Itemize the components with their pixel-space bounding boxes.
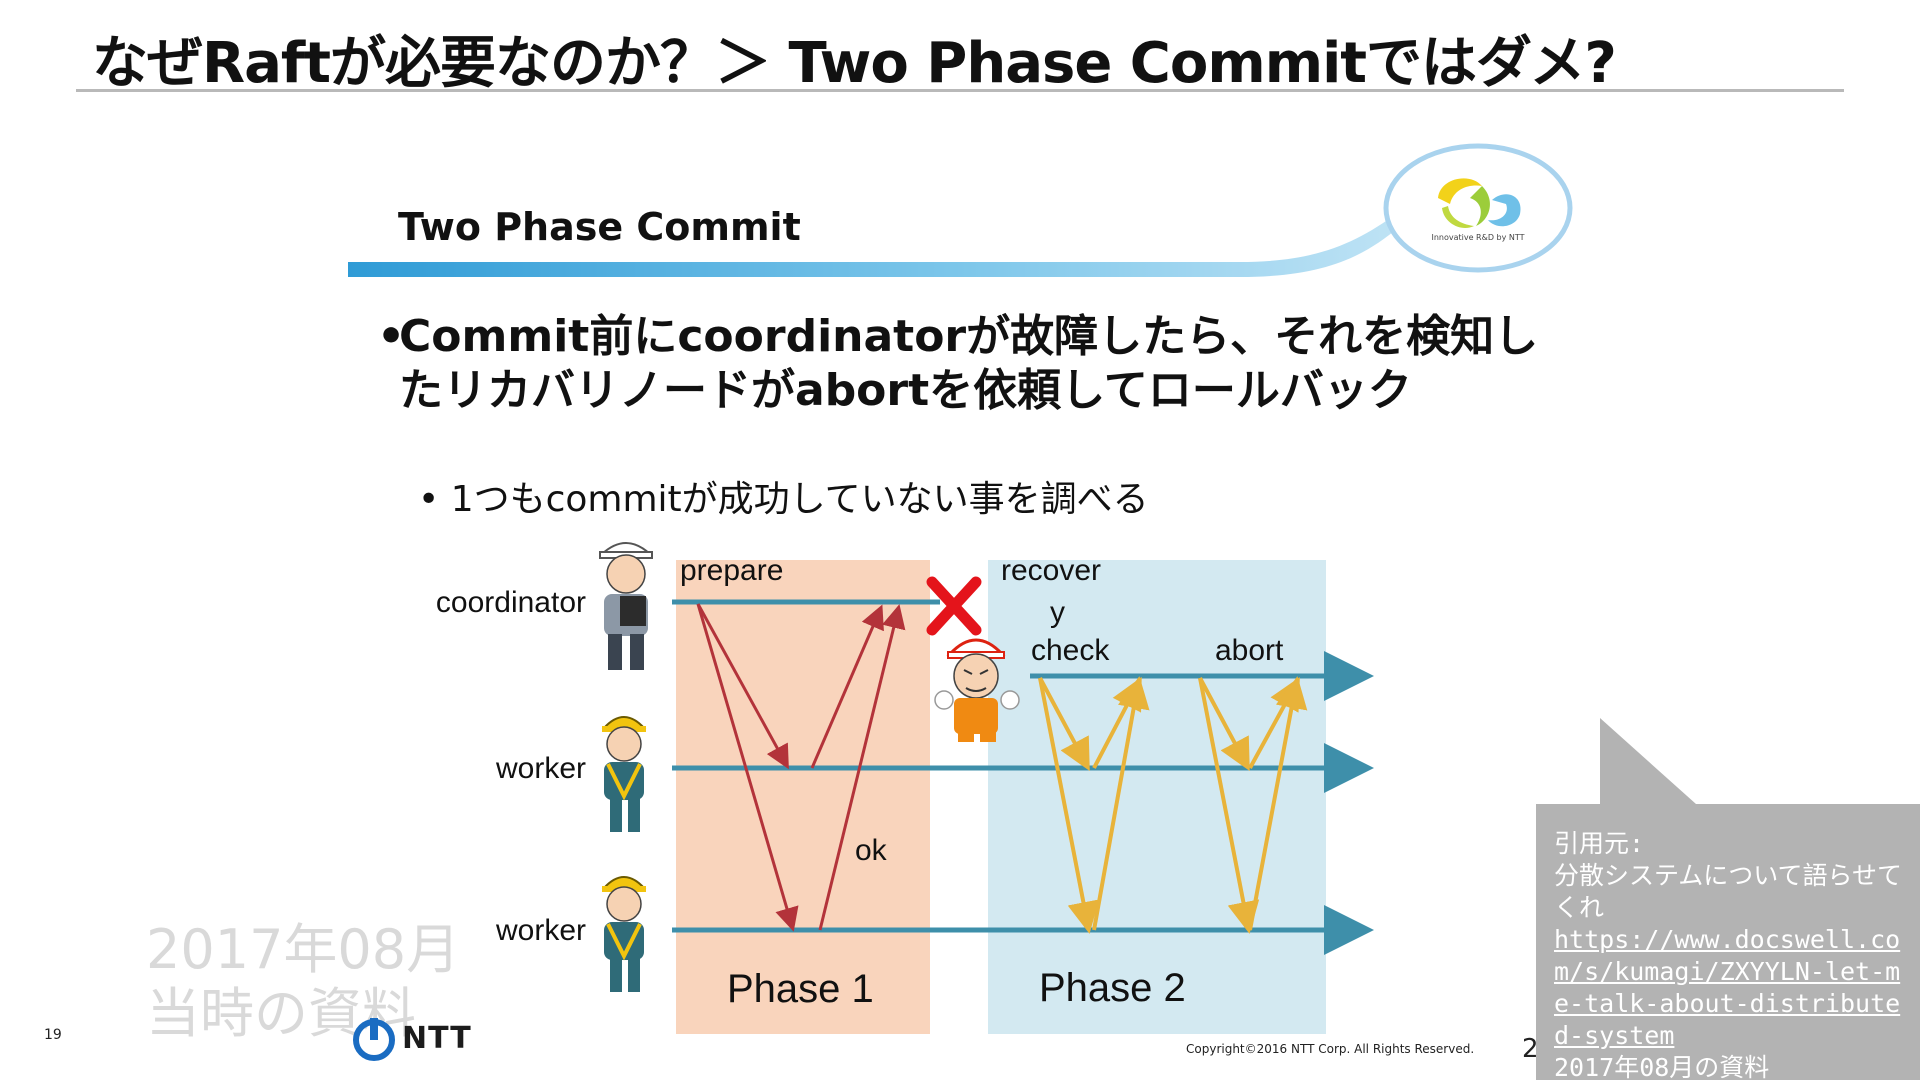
inner-slide-page-number: 2 xyxy=(1522,1034,1539,1064)
citation-date: 2017年08月の資料 xyxy=(1554,1053,1770,1082)
ok-label: ok xyxy=(855,834,887,867)
citation-label: 引用元: xyxy=(1554,829,1645,858)
citation-url-link[interactable]: https://www.docswell.com/s/kumagi/ZXYYLN… xyxy=(1554,925,1901,1050)
recovery-node-icon xyxy=(934,638,1020,742)
phase2-label: Phase 2 xyxy=(1039,966,1186,1010)
phase1-label: Phase 1 xyxy=(727,967,874,1011)
phase2-region xyxy=(988,560,1326,1034)
bullet-sub-marker: • xyxy=(418,479,440,520)
slide-title: Two Phase Commit xyxy=(398,205,801,249)
phase1-arrows xyxy=(696,603,906,932)
abort-label: abort xyxy=(1215,634,1284,667)
citation-title: 分散システムについて語らせてくれ xyxy=(1554,861,1903,922)
citation-text: 引用元: 分散システムについて語らせてくれ https://www.docswe… xyxy=(1554,828,1914,1084)
recovery-label-line2: y xyxy=(1050,596,1065,629)
slide-header-banner: Innovative R&D by NTT xyxy=(348,143,1573,277)
page-title: なぜRaftが必要なのか？＞ Two Phase Commitではダメ? xyxy=(92,31,1617,96)
watermark-line1: 2017年08月 xyxy=(146,918,461,981)
recovery-label-line3: check xyxy=(1031,634,1110,667)
worker2-icon xyxy=(601,876,647,992)
logo-oval xyxy=(1383,143,1573,273)
worker1-icon xyxy=(601,716,647,832)
coordinator-worker-icon xyxy=(599,542,653,670)
logo-caption: Innovative R&D by NTT xyxy=(1431,233,1524,242)
coordinator-label: coordinator xyxy=(435,586,586,619)
slide-number: 19 xyxy=(44,1027,62,1043)
bullet-main-text: Commit前にcoordinatorが故障したら、それを検知したリカバリノード… xyxy=(399,311,1539,416)
bullet-sub-text: 1つもcommitが成功していない事を調べる xyxy=(450,479,1149,520)
ntt-rd-logo-icon xyxy=(1438,178,1521,228)
bullet-sub: • 1つもcommitが成功していない事を調べる xyxy=(418,470,1149,522)
header-swoosh xyxy=(348,170,1450,277)
ntt-logo-text: NTT xyxy=(402,1021,472,1056)
copyright: Copyright©2016 NTT Corp. All Rights Rese… xyxy=(1186,1042,1475,1056)
prepare-label: prepare xyxy=(680,554,784,587)
citation-callout-box xyxy=(1536,718,1920,1080)
worker1-label: worker xyxy=(495,752,586,785)
worker2-label: worker xyxy=(495,914,586,947)
title-divider xyxy=(76,89,1844,92)
ntt-logo-icon xyxy=(353,1018,395,1061)
bullet-marker: • xyxy=(377,311,406,362)
recovery-label-line1: recover xyxy=(1001,554,1102,587)
phase2-arrows xyxy=(1038,676,1308,934)
bullet-main: • Commit前にcoordinatorが故障したら、それを検知したリカバリノ… xyxy=(377,310,1557,418)
failure-x-icon xyxy=(926,576,982,636)
